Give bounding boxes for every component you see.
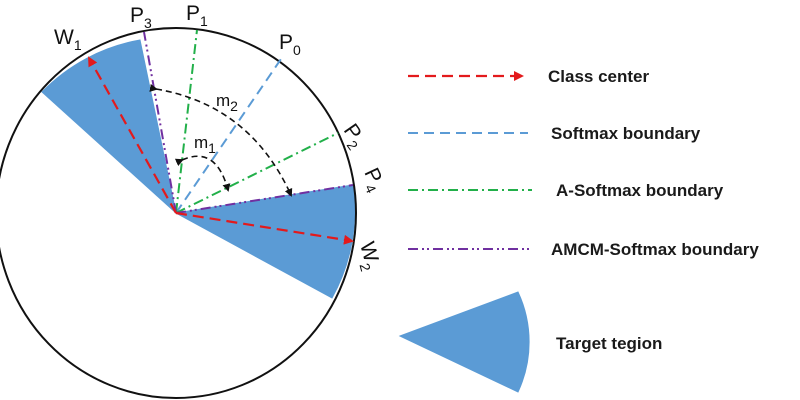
target-region-w1 (41, 39, 177, 215)
label-p0: P0 (279, 31, 301, 58)
legend-label-a-softmax: A-Softmax boundary (556, 181, 724, 200)
label-p3: P3 (130, 4, 152, 31)
legend-label-target-region: Target tegion (556, 334, 662, 353)
margin-arc-m2 (149, 84, 293, 197)
amcm-softmax-boundary-p4 (175, 184, 354, 214)
legend-label-amcm-softmax: AMCM-Softmax boundary (551, 240, 759, 259)
target-region-w2 (174, 184, 356, 299)
label-p1: P1 (186, 2, 208, 29)
legend-swatch-target-region (398, 291, 530, 393)
label-m1: m1 (194, 133, 216, 156)
label-m2: m2 (216, 91, 238, 114)
margin-arc-m1 (174, 155, 231, 192)
legend-label-class-center: Class center (548, 67, 649, 86)
legend: Class center Softmax boundary A-Softmax … (398, 67, 759, 393)
softmax-boundary-line (175, 58, 282, 214)
class-center-arrow-w1 (88, 56, 177, 214)
hypersphere-circle (0, 27, 357, 399)
label-p4: P4 (356, 164, 390, 195)
class-center-arrow-w2 (175, 211, 354, 245)
legend-label-softmax: Softmax boundary (551, 124, 701, 143)
label-w2: W2 (351, 239, 384, 273)
label-w1: W1 (54, 26, 82, 53)
